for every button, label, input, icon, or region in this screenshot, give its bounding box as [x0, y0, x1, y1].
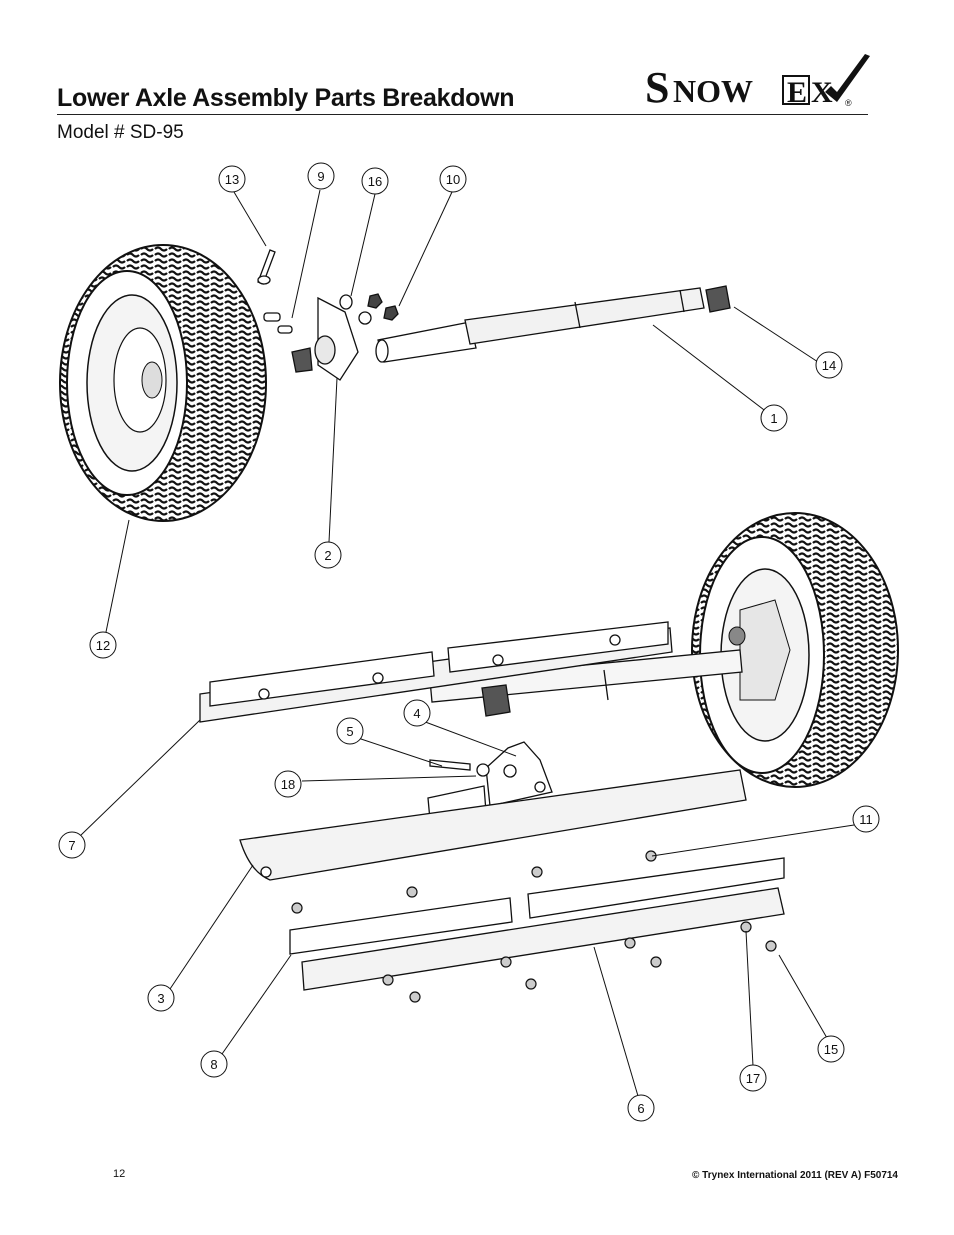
callout-8: 8	[200, 1050, 228, 1078]
upper-axle	[375, 285, 731, 363]
callout-6: 6	[627, 1094, 655, 1122]
svg-text:12: 12	[96, 638, 110, 653]
svg-text:14: 14	[822, 358, 836, 373]
callout-14: 14	[815, 351, 843, 379]
leader-lines	[79, 189, 855, 1097]
svg-text:1: 1	[770, 411, 777, 426]
callout-12: 12	[89, 631, 117, 659]
snowex-logo: S NOW E X ®	[645, 54, 870, 110]
callout-5: 5	[336, 717, 364, 745]
callout-13: 13	[218, 165, 246, 193]
callout-3: 3	[147, 984, 175, 1012]
callout-9: 9	[307, 162, 335, 190]
callout-17: 17	[739, 1064, 767, 1092]
svg-text:18: 18	[281, 777, 295, 792]
svg-text:NOW: NOW	[673, 73, 753, 109]
svg-text:13: 13	[225, 172, 239, 187]
callout-1: 1	[760, 404, 788, 432]
svg-text:E: E	[787, 76, 807, 109]
page-title: Lower Axle Assembly Parts Breakdown	[57, 84, 515, 112]
svg-text:5: 5	[346, 724, 353, 739]
svg-text:7: 7	[68, 838, 75, 853]
svg-text:10: 10	[446, 172, 460, 187]
fasteners	[291, 850, 777, 1003]
svg-text:X: X	[811, 76, 833, 109]
lower-axle	[429, 649, 743, 717]
callout-11: 11	[852, 805, 880, 833]
callout-10: 10	[439, 165, 467, 193]
callouts: 13 9 16 10 14 1 2 12 4 5 18 7 11 3 8 6 1…	[58, 162, 880, 1122]
title-rule	[57, 114, 868, 115]
page-number: 12	[113, 1168, 126, 1180]
svg-text:4: 4	[413, 706, 420, 721]
svg-text:S: S	[645, 63, 669, 110]
svg-text:8: 8	[210, 1057, 217, 1072]
svg-text:6: 6	[637, 1101, 644, 1116]
left-wheel	[59, 244, 267, 522]
svg-text:15: 15	[824, 1042, 838, 1057]
callout-7: 7	[58, 831, 86, 859]
svg-text:3: 3	[157, 991, 164, 1006]
upper-hardware	[257, 249, 399, 381]
svg-text:®: ®	[845, 98, 852, 108]
copyright-footer: © Trynex International 2011 (REV A) F507…	[692, 1170, 898, 1181]
callout-4: 4	[403, 699, 431, 727]
lower-strips	[289, 857, 785, 991]
callout-15: 15	[817, 1035, 845, 1063]
svg-text:17: 17	[746, 1071, 760, 1086]
scraper-pan	[239, 769, 747, 881]
svg-text:2: 2	[324, 548, 331, 563]
svg-text:9: 9	[317, 169, 324, 184]
callout-16: 16	[361, 167, 389, 195]
callout-18: 18	[274, 770, 302, 798]
svg-text:16: 16	[368, 174, 382, 189]
svg-text:11: 11	[859, 812, 873, 827]
model-number: Model # SD-95	[57, 122, 184, 143]
right-wheel	[691, 512, 899, 788]
callout-2: 2	[314, 541, 342, 569]
channel-bracket	[199, 621, 673, 723]
